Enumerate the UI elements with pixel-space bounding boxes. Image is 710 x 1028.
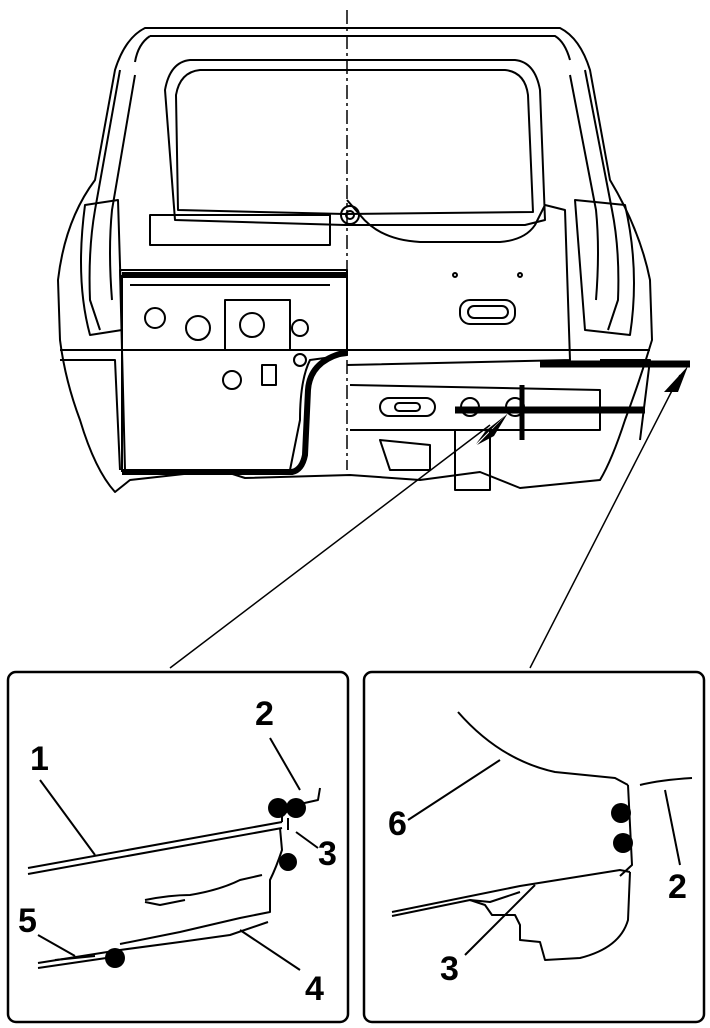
tailgate-handle — [459, 299, 516, 325]
body-outline — [57, 27, 653, 493]
callout-1: 1 — [30, 740, 49, 778]
seal-dot — [268, 798, 288, 818]
callout-2-right: 2 — [668, 868, 687, 906]
tailgate-panel — [346, 199, 571, 366]
pointer-arrow-right — [664, 366, 688, 392]
callout-4: 4 — [305, 970, 324, 1008]
panel-part-1 — [27, 821, 283, 869]
seal-dot — [611, 803, 631, 823]
sealant-band — [122, 272, 348, 475]
seal-dot — [286, 798, 306, 818]
detail-panel-right: 6 3 2 — [362, 670, 706, 1024]
right-pillar-inner — [569, 74, 599, 301]
right-tail-lamp — [574, 199, 635, 336]
callout-5: 5 — [18, 902, 37, 940]
seal-points-left — [105, 798, 306, 968]
callout-6: 6 — [388, 805, 407, 843]
rear-window-inner — [175, 69, 534, 215]
panel-part-5 — [54, 955, 96, 961]
seal-points-right — [611, 803, 633, 853]
panel-part-3-right — [391, 869, 631, 913]
panel-part-2-right — [619, 784, 633, 877]
pointer-arrow-left — [476, 415, 506, 444]
rear-window — [164, 59, 546, 226]
seal-dot — [613, 833, 633, 853]
callout-3-right: 3 — [440, 950, 459, 988]
inner-panel-left — [119, 269, 348, 471]
callout-2: 2 — [255, 695, 274, 733]
vehicle-rear-view — [57, 10, 653, 493]
detail-panel-left: 1 2 3 4 5 — [6, 670, 350, 1024]
roof-edge — [150, 35, 571, 61]
roof-edge-left — [134, 35, 151, 63]
panel-part-4 — [37, 921, 269, 964]
panel-frame-right — [362, 670, 706, 1024]
seal-dot — [279, 853, 297, 871]
seal-dot — [105, 948, 125, 968]
left-pillar-inner — [109, 74, 136, 301]
leader-right-panel — [529, 374, 681, 669]
leader-left-panel — [169, 424, 491, 669]
section-markers — [169, 360, 690, 669]
callout-3: 3 — [318, 835, 337, 873]
right-pillar — [584, 69, 620, 331]
panel-part-6 — [457, 711, 629, 786]
left-pillar — [88, 69, 121, 331]
panel-part-3 — [119, 827, 283, 945]
left-tail-lamp — [80, 199, 123, 336]
panel-frame-left — [6, 670, 350, 1024]
